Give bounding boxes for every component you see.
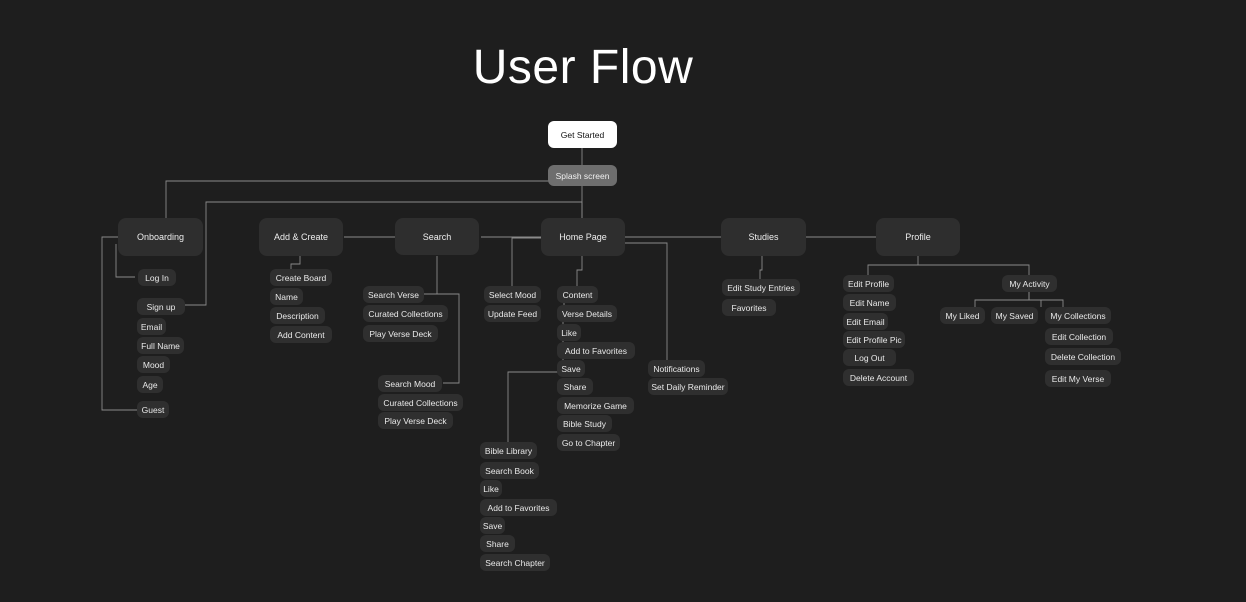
library-item[interactable]: Bible Library [480,442,537,459]
get-started-node[interactable]: Get Started [548,121,617,148]
search-node[interactable]: Search [395,218,479,255]
add-create-item[interactable]: Add Content [270,326,332,343]
add-create-node[interactable]: Add & Create [259,218,343,256]
home-page-node[interactable]: Home Page [541,218,625,256]
connector [101,236,138,411]
library-item[interactable]: Share [480,535,515,552]
page-title: User Flow [472,41,694,94]
onboarding-item[interactable]: Mood [137,356,170,373]
library-item[interactable]: Search Book [480,462,539,479]
add-create-item[interactable]: Name [270,288,303,305]
connector [1028,290,1042,307]
search-item[interactable]: Search Verse [363,286,424,303]
splash-screen-node[interactable]: Splash screen [548,165,617,186]
connector [165,180,549,218]
my-saved-item[interactable]: My Saved [991,307,1038,324]
home-item[interactable]: Select Mood [484,286,541,303]
library-item[interactable]: Like [480,480,502,497]
collections-item[interactable]: Edit Collection [1045,328,1113,345]
add-create-item[interactable]: Create Board [270,269,332,286]
profile-edit-item[interactable]: Edit Profile Pic [843,331,905,348]
studies-item[interactable]: Edit Study Entries [722,279,800,296]
connector [867,256,919,276]
content-item[interactable]: Content [557,286,598,303]
profile-edit-item[interactable]: Log Out [843,349,896,366]
onboarding-item[interactable]: Log In [138,269,176,286]
my-activity-item[interactable]: My Activity [1002,275,1057,292]
connector [576,256,583,286]
content-item[interactable]: Bible Study [557,415,612,432]
collections-item[interactable]: Edit My Verse [1045,370,1111,387]
connector [974,290,1030,307]
connector [424,256,438,295]
content-item[interactable]: Like [557,324,581,341]
studies-node[interactable]: Studies [721,218,806,256]
content-item[interactable]: Add to Favorites [557,342,635,359]
search-item[interactable]: Play Verse Deck [363,325,438,342]
connector [511,237,541,287]
onboarding-item[interactable]: Full Name [137,337,184,354]
onboarding-item[interactable]: Email [137,318,166,335]
onboarding-node[interactable]: Onboarding [118,218,203,256]
content-item[interactable]: Share [557,378,593,395]
connector [759,256,763,280]
notifications-item[interactable]: Notifications [648,360,705,377]
content-item[interactable]: Memorize Game [557,397,634,414]
content-item[interactable]: Save [557,360,585,377]
library-item[interactable]: Search Chapter [480,554,550,571]
connector [1028,290,1064,307]
studies-item[interactable]: Favorites [722,299,776,316]
add-create-item[interactable]: Description [270,307,325,324]
my-liked-item[interactable]: My Liked [940,307,985,324]
notifications-item[interactable]: Set Daily Reminder [648,378,728,395]
home-item[interactable]: Update Feed [484,305,541,322]
connector [290,256,301,270]
profile-edit-item[interactable]: Edit Email [843,313,888,330]
profile-node[interactable]: Profile [876,218,960,256]
search-mood-item[interactable]: Play Verse Deck [378,412,453,429]
profile-edit-item[interactable]: Edit Profile [843,275,894,292]
search-mood-item[interactable]: Curated Collections [378,394,463,411]
search-mood-item[interactable]: Search Mood [378,375,442,392]
library-item[interactable]: Add to Favorites [480,499,557,516]
onboarding-item[interactable]: Sign up [137,298,185,315]
search-item[interactable]: Curated Collections [363,305,448,322]
profile-edit-item[interactable]: Delete Account [843,369,914,386]
profile-edit-item[interactable]: Edit Name [843,294,896,311]
content-item[interactable]: Go to Chapter [557,434,620,451]
content-item[interactable]: Verse Details [557,305,617,322]
onboarding-item[interactable]: Guest [137,401,169,418]
collections-item[interactable]: Delete Collection [1045,348,1121,365]
onboarding-item[interactable]: Age [137,376,163,393]
collections-item[interactable]: My Collections [1045,307,1111,324]
library-item[interactable]: Save [480,517,505,534]
